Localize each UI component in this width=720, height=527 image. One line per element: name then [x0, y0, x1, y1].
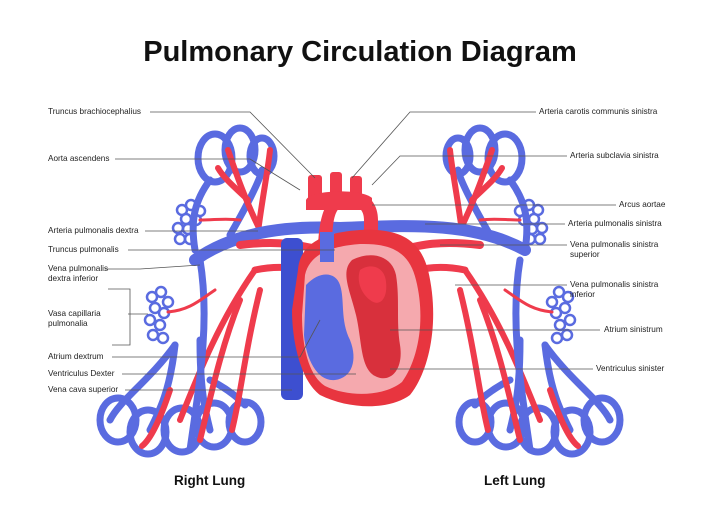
right-lung-caption: Right Lung — [174, 473, 246, 488]
leader-line — [150, 111, 316, 179]
label-vena-cava-superior: Vena cava superior — [48, 385, 119, 394]
label-aorta-ascendens: Aorta ascendens — [48, 154, 110, 163]
left-lung-caption: Left Lung — [484, 473, 546, 488]
leader-line — [108, 288, 131, 346]
label-arcus-aortae: Arcus aortae — [619, 200, 666, 209]
left-lung-vessels — [442, 124, 624, 458]
label-vena-pulmonalis-dextra-inferior: Vena pulmonalis dextra inferior — [48, 264, 109, 283]
label-atrium-sinistrum: Atrium sinistrum — [604, 325, 663, 334]
leader-line — [115, 158, 301, 191]
label-ventriculus-sinister: Ventriculus sinister — [596, 364, 665, 373]
label-arteria-pulmonalis-sinistra: Arteria pulmonalis sinistra — [568, 219, 662, 228]
aortic-arch — [306, 172, 378, 255]
label-arteria-carotis-communis-sinistra: Arteria carotis communis sinistra — [539, 107, 658, 116]
diagram-title: Pulmonary Circulation Diagram — [143, 36, 577, 68]
label-vasa-capillaria-pulmonalia: Vasa capillaria pulmonalia — [48, 309, 101, 328]
label-arteria-subclavia-sinistra: Arteria subclavia sinistra — [570, 151, 659, 160]
heart — [292, 229, 434, 407]
leader-line — [105, 264, 201, 270]
right-lung-vessels — [96, 124, 278, 458]
label-vena-pulmonalis-sinistra-inferior: Vena pulmonalis sinistra inferior — [570, 280, 659, 299]
leader-line — [351, 111, 536, 179]
label-vena-pulmonalis-sinistra-superior: Vena pulmonalis sinistra superior — [570, 240, 659, 259]
label-atrium-dextrum: Atrium dextrum — [48, 352, 104, 361]
label-truncus-brachiocephalius: Truncus brachiocephalius — [48, 107, 141, 116]
label-truncus-pulmonalis: Truncus pulmonalis — [48, 245, 119, 254]
label-arteria-pulmonalis-dextra: Arteria pulmonalis dextra — [48, 226, 139, 235]
leader-line — [371, 155, 567, 186]
leader-lines — [105, 111, 616, 391]
label-ventriculus-dexter: Ventriculus Dexter — [48, 369, 115, 378]
leader-line — [112, 319, 321, 358]
